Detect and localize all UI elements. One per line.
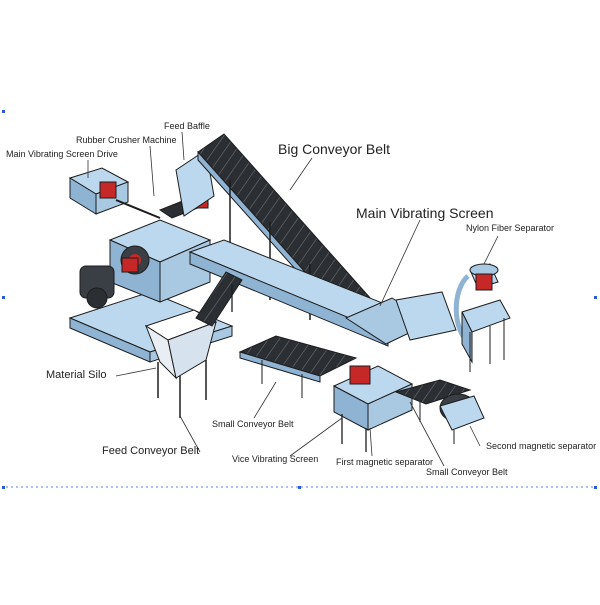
label-first-magnetic-separator: First magnetic separator (336, 457, 434, 467)
label-material-silo: Material Silo (46, 369, 107, 381)
frame-dot (298, 486, 301, 489)
frame-dot (594, 296, 597, 299)
label-nylon-fiber-separator: Nylon Fiber Separator (466, 223, 555, 233)
label-rubber-crusher-machine: Rubber Crusher Machine (76, 135, 177, 145)
label-main-vibrating-screen-drive: Main Vibrating Screen Drive (6, 149, 118, 159)
feed-conveyor-belt (195, 271, 243, 327)
label-vice-vibrating-screen: Vice Vibrating Screen (232, 454, 319, 464)
label-feed-baffle: Feed Baffle (164, 121, 210, 131)
small-conveyor-belt-1 (238, 335, 358, 398)
material-silo (144, 309, 218, 418)
leader-lines (87, 131, 499, 467)
nylon-fiber-separator (453, 263, 511, 372)
main-vibrating-screen (188, 239, 457, 347)
label-small-conveyor-belt-1: Small Conveyor Belt (212, 419, 294, 429)
label-second-magnetic-separator: Second magnetic separator (486, 441, 597, 451)
label-big-conveyor-belt: Big Conveyor Belt (278, 141, 391, 157)
vice-vibrating-screen (332, 365, 414, 452)
small-conveyor-belt-2 (394, 379, 472, 422)
second-magnetic-separator (439, 393, 485, 444)
label-main-vibrating-screen: Main Vibrating Screen (356, 205, 494, 221)
frame-dot (2, 296, 5, 299)
label-small-conveyor-belt-2: Small Conveyor Belt (426, 467, 508, 477)
frame-dot (2, 110, 5, 113)
frame-dot (594, 486, 597, 489)
main-vibrating-screen-drive (68, 167, 161, 219)
rubber-crusher-machine (79, 195, 212, 309)
label-feed-conveyor-belt: Feed Conveyor Belt (102, 445, 200, 457)
frame-dot (2, 486, 5, 489)
